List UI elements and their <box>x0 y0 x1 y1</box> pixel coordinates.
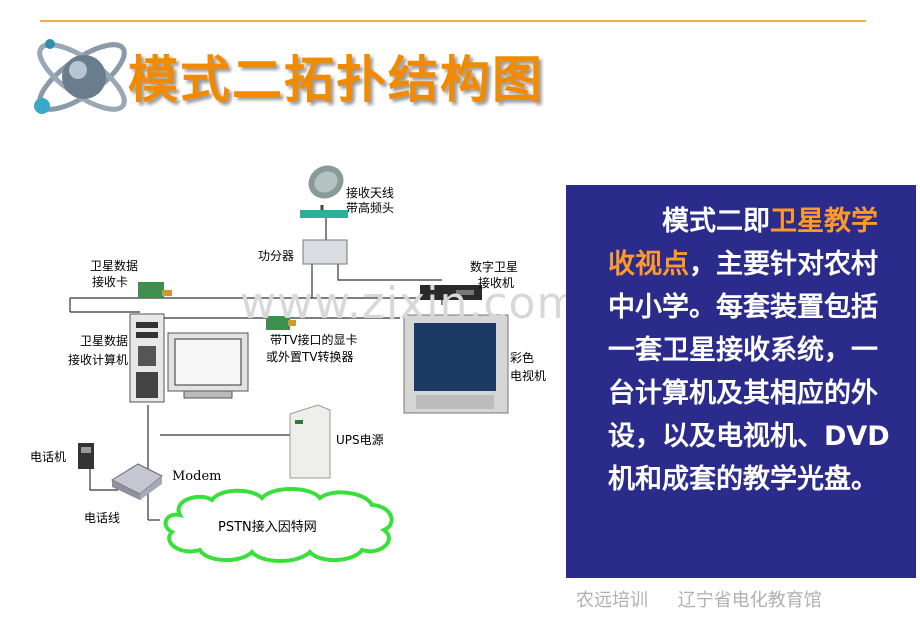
note-text: 模式二即卫星教学收视点，主要针对农村中小学。每套装置包括一套卫星接收系统，一台计… <box>608 200 898 501</box>
tvcard-label-1: 带TV接口的显卡 <box>270 332 358 347</box>
pstn-cloud-icon <box>163 487 394 563</box>
splitter-icon <box>302 239 348 265</box>
footer-right: 辽宁省电化教育馆 <box>677 590 822 611</box>
computer-label-1: 卫星数据 <box>80 333 128 348</box>
footer: 农远培训 辽宁省电化教育馆 <box>576 586 846 612</box>
computer-tower-icon <box>129 313 165 403</box>
television-icon <box>403 314 509 414</box>
satellite-receiver-icon <box>420 285 482 300</box>
ups-icon <box>289 404 331 479</box>
note-prefix: 模式二即 <box>662 206 770 237</box>
computer-label-2: 接收计算机 <box>68 352 128 367</box>
card-label-1: 卫星数据 <box>90 258 138 273</box>
note-body: ，主要针对农村中小学。每套装置包括一套卫星接收系统，一台计算机及其相应的外设，以… <box>608 249 890 495</box>
tvcard-label-2: 或外置TV转换器 <box>266 349 354 364</box>
satellite-dish-icon <box>300 165 348 218</box>
topology-diagram: 接收天线 带高频头 功分器 卫星数据 接收卡 数字卫星 接收机 卫星数据 接收计… <box>30 165 546 563</box>
tv-label-1: 彩色 <box>510 351 534 365</box>
tv-card-icon <box>266 316 296 330</box>
card-label-2: 接收卡 <box>92 274 128 289</box>
satellite-card-icon <box>138 282 172 298</box>
top-rule <box>40 20 866 22</box>
footer-left: 农远培训 <box>576 590 648 611</box>
monitor-icon <box>167 332 249 399</box>
splitter-label: 功分器 <box>258 249 294 263</box>
atom-logo-icon <box>34 39 127 114</box>
receiver-label-2: 接收机 <box>478 275 514 290</box>
antenna-label-2: 带高频头 <box>346 200 394 215</box>
ups-label: UPS电源 <box>336 433 384 447</box>
note-highlight: 卫星教学收视点 <box>608 206 878 280</box>
modem-icon <box>110 463 163 500</box>
pstn-label: PSTN接入因特网 <box>218 519 317 535</box>
phone-label: 电话机 <box>30 450 66 464</box>
tv-label-2: 电视机 <box>510 368 546 383</box>
phone-line-label: 电话线 <box>84 511 120 525</box>
antenna-label-1: 接收天线 <box>346 185 394 200</box>
page-title: 模式二拓扑结构图 <box>128 51 544 109</box>
modem-label: Modem <box>172 469 221 484</box>
telephone-icon <box>78 443 94 469</box>
receiver-label-1: 数字卫星 <box>470 259 518 274</box>
note-panel <box>566 185 916 578</box>
